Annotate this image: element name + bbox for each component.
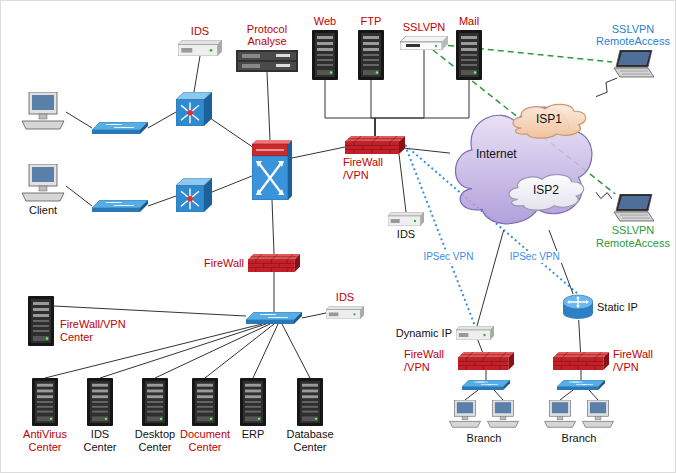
device-node: IDS Center xyxy=(87,378,113,426)
device-node: FireWall /VPN xyxy=(553,352,609,370)
device-node: Document Center xyxy=(192,378,218,426)
connector xyxy=(596,78,617,97)
node-label: Protocol Analyse xyxy=(237,23,297,48)
device-node: Branch xyxy=(446,398,522,430)
node-label: FireWall/VPN Center xyxy=(60,318,140,343)
node-label: Internet xyxy=(476,148,517,162)
device-node: Mail xyxy=(456,30,482,80)
connector xyxy=(579,320,581,352)
node-label: SSLVPN xyxy=(612,224,655,237)
connector xyxy=(596,192,612,199)
node-label: SSLVPN xyxy=(403,21,446,34)
device-node: SSLVPNRemoteAccess xyxy=(612,194,654,222)
node-label: Client xyxy=(29,204,57,217)
connector xyxy=(478,340,483,352)
node-label: Dynamic IP xyxy=(396,327,452,340)
edge-label: IPSec VPN xyxy=(421,251,475,263)
node-label: AntiVirus Center xyxy=(20,428,70,453)
device-node: FireWall/VPN Center xyxy=(28,296,54,346)
connector xyxy=(477,230,504,326)
device-node: FireWall xyxy=(248,254,300,272)
connector xyxy=(371,80,375,136)
device-node: Static IP xyxy=(563,294,593,320)
device-node: Protocol Analyse xyxy=(236,50,298,72)
node-label: FTP xyxy=(361,15,382,28)
node-label: Branch xyxy=(562,432,597,445)
node-label: IDS xyxy=(336,291,354,304)
device-node: IDS xyxy=(388,212,424,226)
device-node: IDS xyxy=(178,40,222,56)
device-node: Database Center xyxy=(297,378,323,426)
node-label: RemoteAccess xyxy=(596,35,670,48)
node-label: Branch xyxy=(467,432,502,445)
device-node: Client xyxy=(20,164,66,202)
cloud-node: ISP2 xyxy=(506,170,586,212)
node-label: ERP xyxy=(242,428,265,441)
node-label: Database Center xyxy=(285,428,335,453)
edge-label: IPSec VPN xyxy=(508,251,562,263)
node-label: ISP1 xyxy=(536,113,562,127)
node-label: Mail xyxy=(459,15,479,28)
node-label: Web xyxy=(314,15,336,28)
node-label: RemoteAccess xyxy=(596,237,670,250)
node-label: IDS Center xyxy=(75,428,125,453)
node-label: Document Center xyxy=(180,428,230,453)
device-node: Dynamic IP xyxy=(456,326,494,340)
connector xyxy=(375,80,469,136)
connector xyxy=(399,154,406,212)
device-node: ERP xyxy=(240,378,266,426)
node-label: SSLVPN xyxy=(612,23,655,36)
device-node: IDS xyxy=(326,306,364,319)
device-node: Desktop Center xyxy=(142,378,168,426)
device-node: SSLVPN xyxy=(400,36,448,50)
device-icons xyxy=(22,30,654,427)
node-label: FireWall xyxy=(204,257,244,270)
device-node: Branch xyxy=(541,398,617,430)
device-node: FireWall /VPN xyxy=(458,352,514,370)
device-node: AntiVirus Center xyxy=(32,378,58,426)
device-node: Web xyxy=(312,30,338,80)
device-node: FTP xyxy=(358,30,384,80)
node-label: Static IP xyxy=(597,301,638,314)
connector xyxy=(325,80,375,136)
device-node: FireWall /VPN xyxy=(345,136,405,154)
cloud-node: ISP1 xyxy=(510,100,588,140)
node-label: FireWall /VPN xyxy=(613,348,663,373)
cloud-node: Internet ISP1ISP2 xyxy=(450,92,596,230)
node-label: FireWall /VPN xyxy=(404,348,454,373)
device-node: SSLVPNRemoteAccess xyxy=(612,50,654,78)
static-wires xyxy=(45,56,598,400)
node-label: FireWall /VPN xyxy=(343,156,393,181)
node-label: IDS xyxy=(397,228,415,241)
node-label: ISP2 xyxy=(533,184,559,198)
node-label: Desktop Center xyxy=(130,428,180,453)
node-label: IDS xyxy=(191,25,209,38)
connector xyxy=(405,148,450,153)
